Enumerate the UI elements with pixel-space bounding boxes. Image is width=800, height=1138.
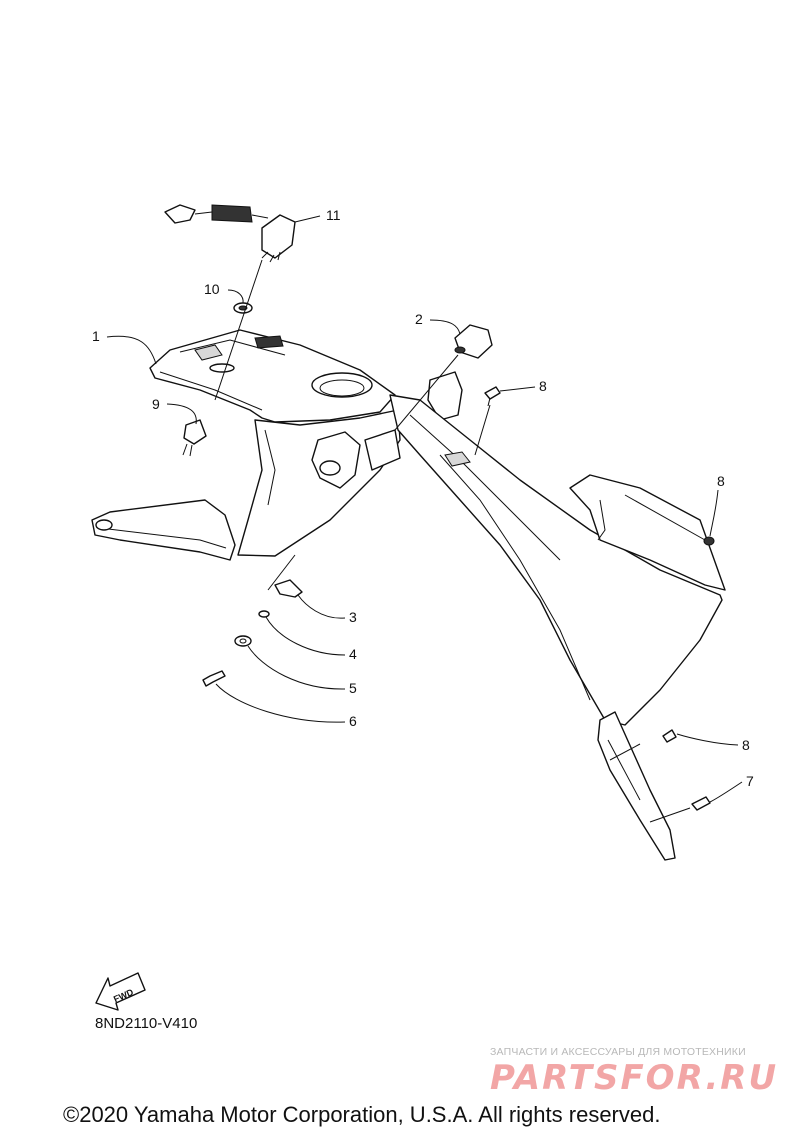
callout-3: 3 [349, 609, 357, 625]
cap-part [454, 324, 493, 359]
copyright-notice: ©2020 Yamaha Motor Corporation, U.S.A. A… [63, 1102, 661, 1127]
watermark-logo: PARTSFOR.RU [490, 1058, 779, 1098]
callout-6: 6 [349, 713, 357, 729]
callout-11: 11 [326, 207, 341, 223]
lanyard-part [164, 204, 296, 263]
callout-8-right: 8 [717, 473, 725, 489]
washer-part [234, 635, 252, 647]
callout-10: 10 [204, 281, 220, 297]
diagram-code: 8ND2110-V410 [95, 1015, 198, 1032]
connector-part [182, 419, 207, 457]
callout-7: 7 [746, 773, 754, 789]
rivet-part-lower [662, 729, 677, 743]
callout-9: 9 [152, 396, 160, 412]
bracket-clip-part [274, 579, 303, 598]
rivet-part-upper [484, 386, 501, 407]
callout-5: 5 [349, 680, 357, 696]
callout-2: 2 [415, 311, 423, 327]
bolt-part [202, 670, 226, 687]
assembly-lines [214, 259, 706, 823]
callout-8-lower: 8 [742, 737, 750, 753]
watermark-tagline: ЗАПЧАСТИ И АКСЕССУАРЫ ДЛЯ МОТОТЕХНИКИ [490, 1046, 746, 1058]
fwd-arrow-icon: FWD [95, 972, 146, 1011]
callout-1: 1 [92, 328, 100, 344]
o-ring-part [258, 610, 270, 618]
grommet-part [233, 302, 253, 314]
rear-cowling-part [91, 329, 726, 861]
callout-8-upper: 8 [539, 378, 547, 394]
callout-4: 4 [349, 646, 357, 662]
rivet-part-right [703, 536, 715, 546]
screw-part [691, 796, 711, 811]
callout-leaders [106, 215, 743, 803]
